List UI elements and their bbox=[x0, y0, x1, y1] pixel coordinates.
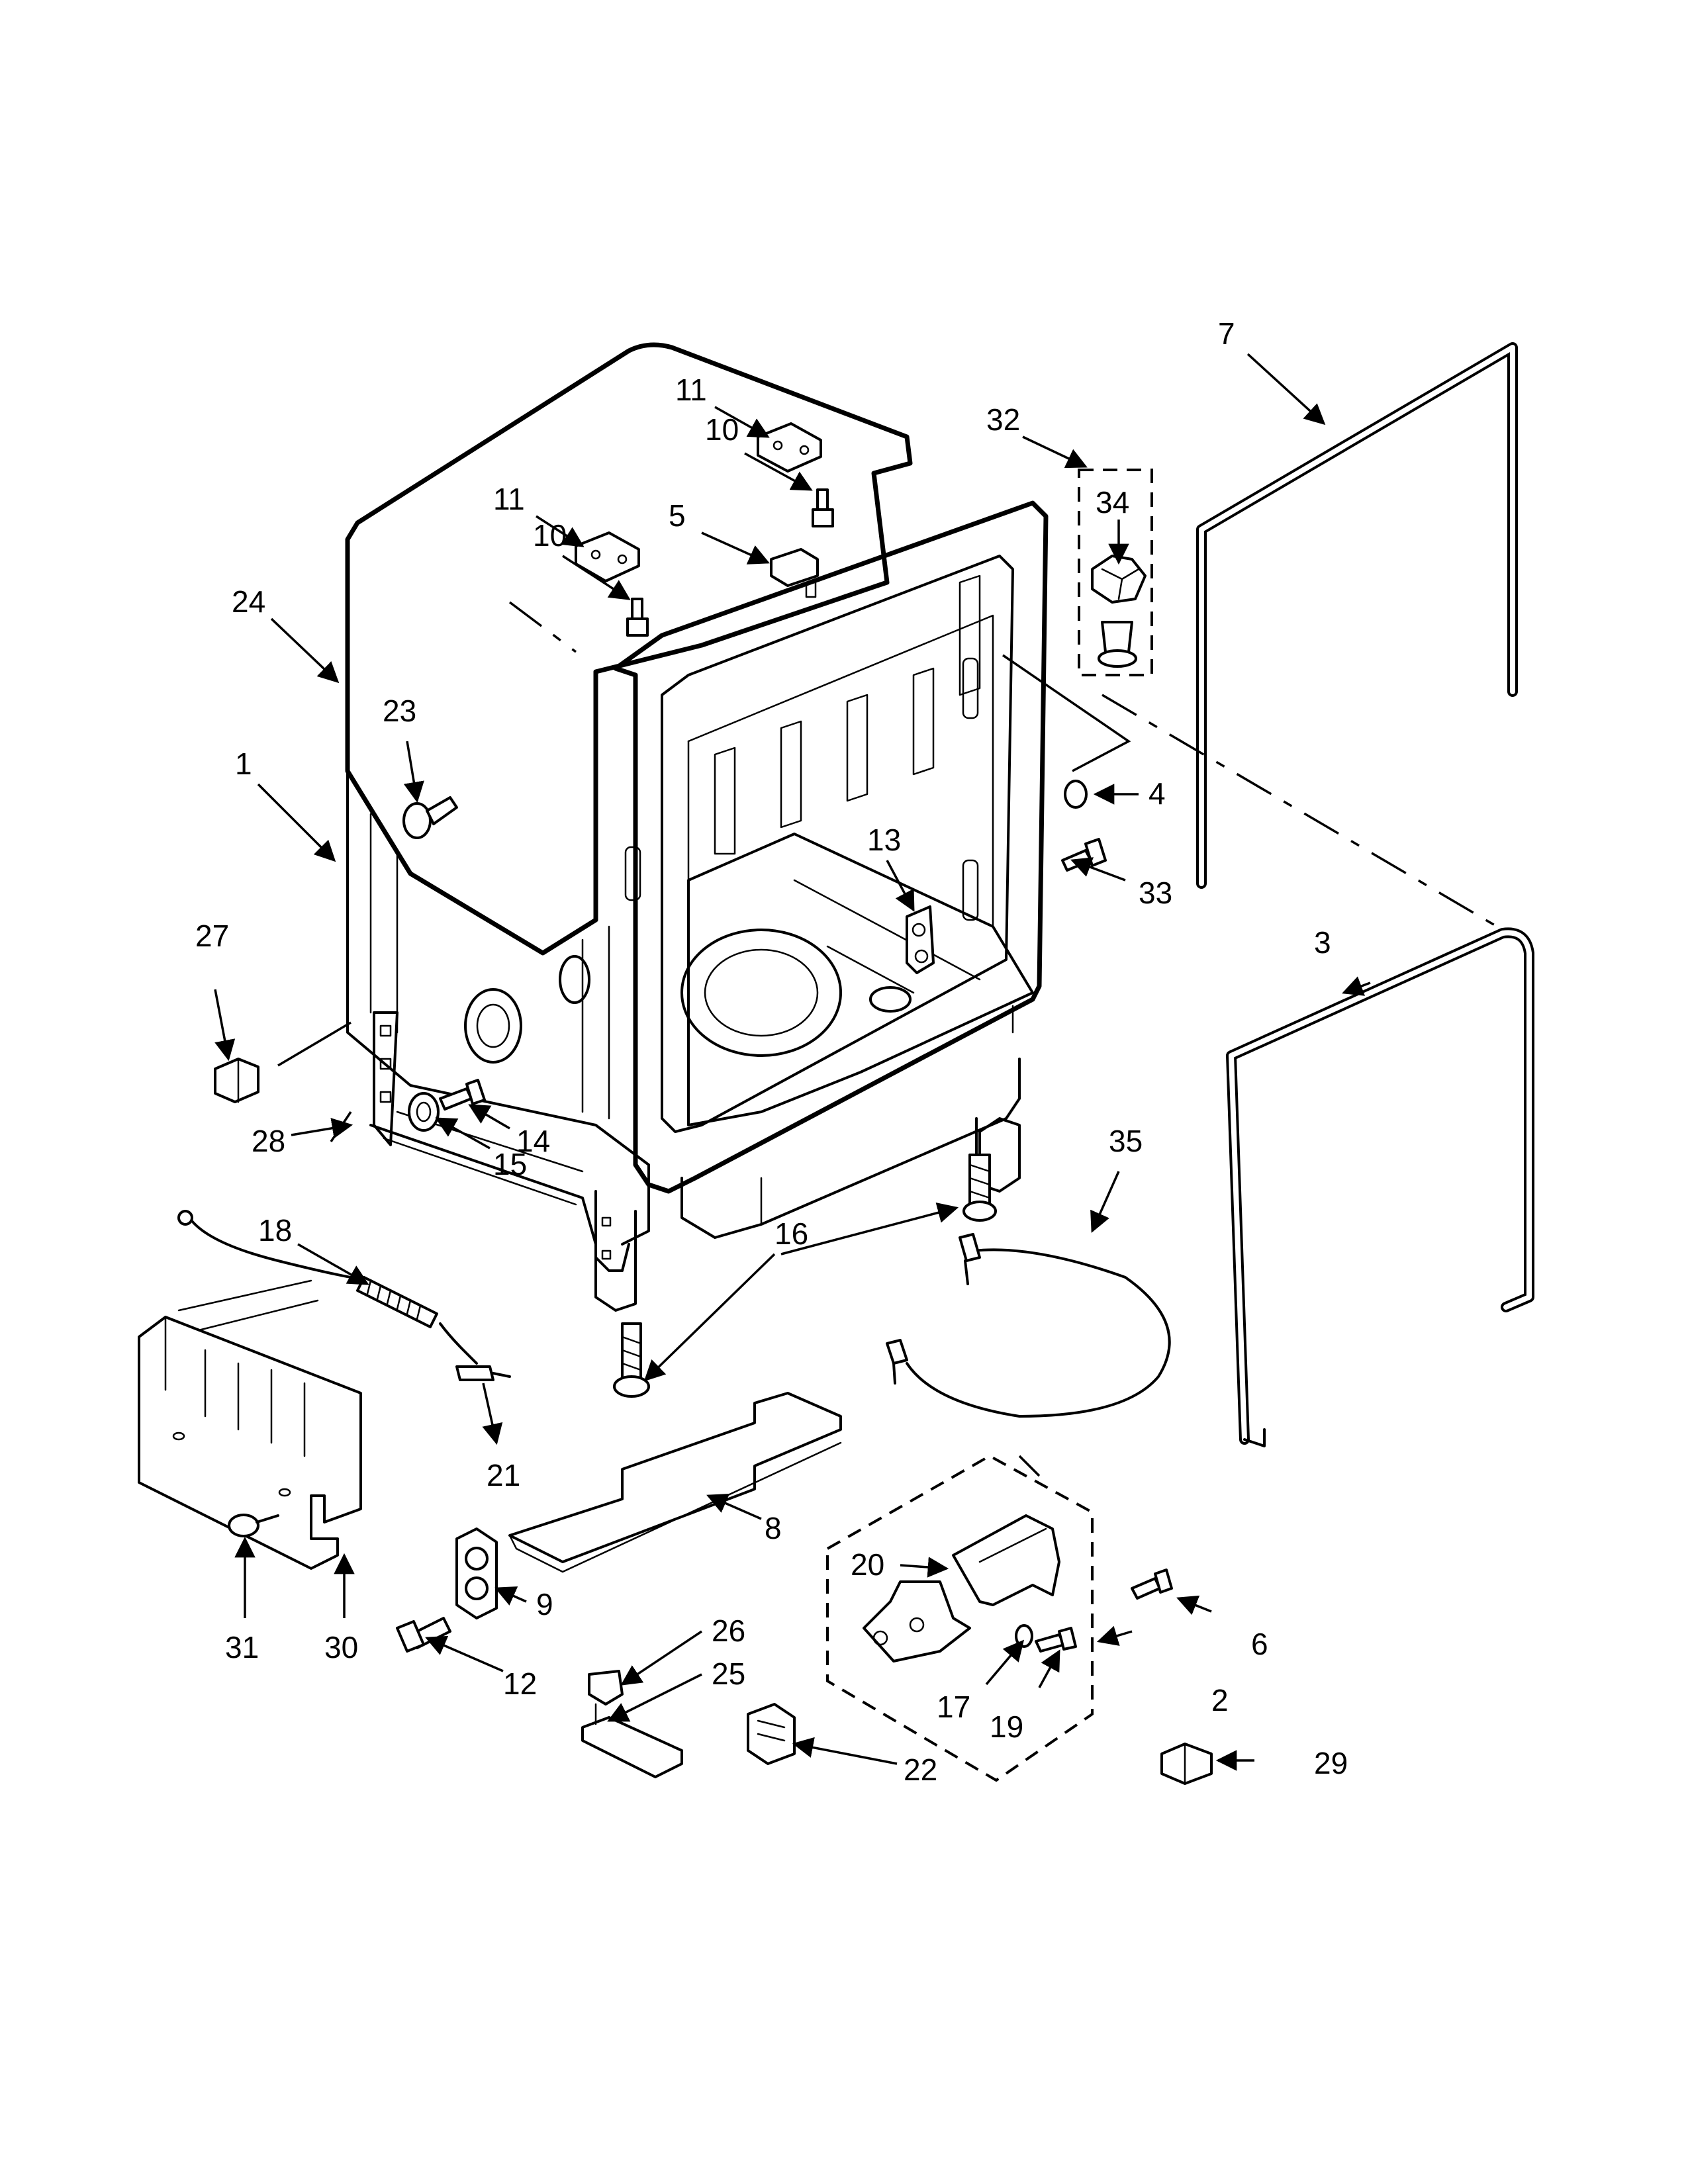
callout-27: 27 bbox=[195, 919, 229, 953]
hinge-bracket-lower bbox=[575, 531, 640, 582]
callout-29: 29 bbox=[1314, 1746, 1348, 1780]
toe-panel-insulation bbox=[138, 1279, 362, 1570]
callout-11-lower: 11 bbox=[493, 482, 525, 516]
spray-arm-nut bbox=[1160, 1743, 1213, 1785]
hole-plug bbox=[1064, 780, 1088, 809]
callout-13: 13 bbox=[867, 823, 901, 857]
side-vent-port bbox=[464, 988, 522, 1064]
callout-17: 17 bbox=[937, 1690, 970, 1724]
blanket-break-line bbox=[508, 601, 577, 653]
callout-7: 7 bbox=[1218, 316, 1235, 351]
callout-32: 32 bbox=[986, 402, 1020, 437]
screw-lower bbox=[626, 598, 649, 637]
callout-10-upper: 10 bbox=[705, 412, 739, 447]
tub-side-wall bbox=[346, 770, 650, 1246]
wire-harness bbox=[886, 1233, 1171, 1418]
door-strike bbox=[906, 905, 935, 974]
panel-push-pin bbox=[228, 1514, 279, 1537]
callout-8: 8 bbox=[765, 1511, 782, 1545]
callout-14: 14 bbox=[516, 1124, 550, 1158]
callout-25: 25 bbox=[712, 1657, 745, 1691]
hinge-screw bbox=[396, 1617, 451, 1653]
leg-screw bbox=[439, 1079, 486, 1111]
tub-assembly bbox=[345, 342, 1049, 1312]
screw-upper bbox=[812, 488, 834, 527]
tub-floor bbox=[687, 833, 1034, 1126]
left-leg-bracket bbox=[373, 1011, 399, 1146]
bottom-shield bbox=[508, 1392, 842, 1573]
callout-15: 15 bbox=[493, 1147, 527, 1181]
kit-washer-17 bbox=[1015, 1624, 1033, 1648]
kit-bracket bbox=[863, 1580, 971, 1662]
callout-9: 9 bbox=[536, 1587, 553, 1621]
sump-bowl bbox=[680, 929, 842, 1057]
callout-19: 19 bbox=[990, 1709, 1023, 1744]
tub-insulation-blanket bbox=[345, 342, 913, 956]
callout-24: 24 bbox=[232, 584, 265, 619]
callout-26: 26 bbox=[712, 1614, 745, 1648]
callout-6: 6 bbox=[1251, 1627, 1268, 1661]
wheel-hub bbox=[1091, 555, 1147, 604]
callout-31: 31 bbox=[225, 1630, 259, 1664]
float-bracket bbox=[581, 1703, 683, 1778]
callout-34: 34 bbox=[1096, 485, 1129, 520]
callout-28: 28 bbox=[252, 1124, 285, 1158]
leg-washer bbox=[408, 1092, 440, 1132]
callout-10-lower: 10 bbox=[533, 518, 567, 553]
top-clip bbox=[770, 548, 819, 598]
callout-21: 21 bbox=[487, 1458, 520, 1492]
wheel-axle bbox=[1098, 621, 1137, 668]
kit-screw-19 bbox=[1035, 1627, 1077, 1653]
callout-22: 22 bbox=[904, 1752, 937, 1787]
callout-12: 12 bbox=[503, 1666, 537, 1701]
cable-link bbox=[455, 1365, 511, 1381]
float bbox=[747, 1703, 796, 1765]
leg-clip bbox=[214, 1058, 259, 1103]
door-gasket-upper bbox=[1196, 342, 1518, 889]
callout-2: 2 bbox=[1211, 1683, 1229, 1717]
plug-leader bbox=[1002, 654, 1131, 772]
leader-lines bbox=[214, 353, 1371, 1771]
callout-11-upper: 11 bbox=[675, 373, 707, 407]
callout-33: 33 bbox=[1139, 876, 1172, 910]
callout-30: 30 bbox=[324, 1630, 358, 1664]
kit-2-outline bbox=[826, 1454, 1094, 1782]
leveling-leg-rear bbox=[962, 1117, 997, 1222]
kit-cover bbox=[952, 1514, 1060, 1606]
callout-20: 20 bbox=[851, 1547, 884, 1582]
callout-labels: 1 2 3 4 5 6 7 8 9 10 10 11 11 12 13 14 1… bbox=[195, 316, 1348, 1787]
callout-1: 1 bbox=[235, 747, 252, 781]
leveling-leg-front bbox=[613, 1322, 650, 1398]
door-hinge-roller bbox=[455, 1527, 498, 1619]
hinge-bracket-upper bbox=[757, 422, 822, 473]
callout-5: 5 bbox=[669, 498, 686, 533]
callout-23: 23 bbox=[383, 694, 416, 728]
callout-18: 18 bbox=[258, 1213, 292, 1248]
callout-3: 3 bbox=[1314, 925, 1331, 960]
callout-4: 4 bbox=[1149, 776, 1166, 811]
tub-front-frame bbox=[613, 500, 1049, 1194]
kit-screw-6 bbox=[1131, 1569, 1173, 1600]
kit-32-outline bbox=[1078, 469, 1153, 676]
blanket-fastener bbox=[402, 796, 458, 839]
door-spring bbox=[356, 1276, 438, 1328]
callout-16: 16 bbox=[774, 1216, 808, 1251]
door-gasket-lower bbox=[1226, 927, 1534, 1447]
float-switch-cap bbox=[588, 1670, 624, 1706]
callout-35: 35 bbox=[1109, 1124, 1143, 1158]
